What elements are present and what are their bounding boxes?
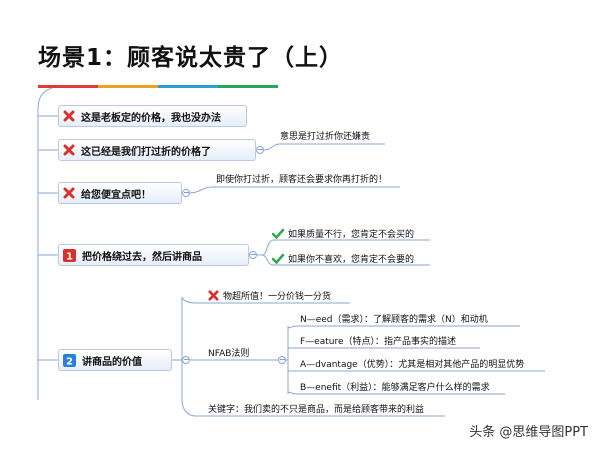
child-label: 如果质量不行，您肯定不会买的 — [288, 230, 415, 240]
nfab-item: F—eature（特点）：指产品事实的描述 — [300, 337, 457, 347]
watermark: 头条 @思维导图PPT — [469, 425, 588, 440]
green-check-icon — [271, 253, 285, 268]
nfab-rule-label: NFAB法则 — [208, 349, 250, 359]
branch-node-5[interactable]: 2 讲商品的价值 — [58, 349, 172, 371]
collapse-toggle-icon[interactable]: − — [256, 145, 264, 154]
branch-node-3[interactable]: 给您便宜点吧！ — [58, 182, 182, 204]
accent-bar-green — [218, 85, 278, 88]
collapse-toggle-icon[interactable]: − — [249, 250, 257, 259]
red-x-icon — [63, 110, 75, 122]
number-1-icon: 1 — [63, 248, 76, 262]
nfab-item: B—enefit（利益）：能够满足客户什么样的需求 — [300, 383, 490, 393]
accent-bar-orange — [98, 85, 158, 88]
collapse-toggle-icon[interactable]: − — [182, 188, 190, 197]
green-check-icon — [271, 228, 285, 243]
page-title: 场景1：顾客说太贵了（上） — [38, 45, 344, 71]
badge-number: 1 — [66, 251, 73, 262]
badge-number: 2 — [66, 356, 73, 367]
accent-bar-red — [38, 85, 98, 88]
nfab-item: A—dvantage（优势）：尤其是相对其他产品的明显优势 — [300, 360, 525, 370]
number-2-icon: 2 — [63, 353, 76, 367]
branch-node-1[interactable]: 这是老板定的价格，我也没办法 — [58, 105, 247, 127]
child-label: 如果你不喜欢，您肯定不会要的 — [288, 255, 415, 265]
branch-label: 讲商品的价值 — [82, 356, 142, 368]
child-note: 如果你不喜欢，您肯定不会要的 — [271, 253, 415, 268]
red-x-icon — [63, 144, 75, 156]
branch-node-2[interactable]: 这已经是我们打过折的价格了 — [58, 139, 256, 161]
collapse-toggle-icon[interactable]: − — [278, 355, 286, 364]
keyword-note: 关键字：我们卖的不只是商品，而是给顾客带来的利益 — [208, 405, 425, 415]
nfab-item: N—eed（需求）：了解顾客的需求（N）和动机 — [300, 315, 488, 325]
branch-label: 这是老板定的价格，我也没办法 — [81, 112, 221, 124]
child-label: 物超所值！一分价钱一分货 — [223, 292, 332, 302]
branch-label: 把价格绕过去，然后讲商品 — [82, 251, 202, 263]
branch-note: 意思是打过折你还嫌贵 — [280, 132, 371, 142]
red-x-icon — [63, 187, 75, 199]
accent-bar-blue — [158, 85, 218, 88]
collapse-toggle-icon[interactable]: − — [182, 355, 190, 364]
branch-label: 给您便宜点吧！ — [81, 189, 151, 201]
branch-note: 即使你打过折，顾客还会要求你再打折的！ — [216, 175, 388, 185]
branch-label: 这已经是我们打过折的价格了 — [81, 146, 211, 158]
child-note: 如果质量不行，您肯定不会买的 — [271, 228, 415, 243]
red-x-icon — [208, 290, 219, 305]
child-note: 物超所值！一分价钱一分货 — [208, 290, 331, 305]
branch-node-4[interactable]: 1 把价格绕过去，然后讲商品 — [58, 244, 249, 266]
